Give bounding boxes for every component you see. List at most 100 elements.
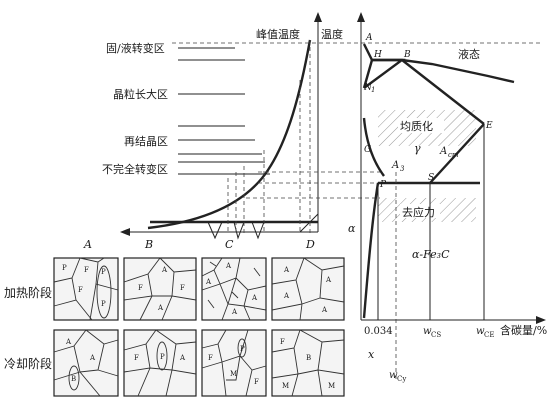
a3-curve [362,117,385,177]
carbon-0034-label: 0.034 [364,326,393,337]
wce-sub: CE [484,331,494,339]
micro-label: P [240,345,245,353]
micrograph-box [123,257,197,321]
connector-b [207,221,223,240]
connector-c2 [251,221,265,240]
arrow-left-icon [120,228,130,236]
gamma-label: γ [414,142,421,155]
micro-cool-c: F F P M [201,329,267,397]
micro-label: A [325,276,332,284]
liquid-region-label: 液态 [458,47,480,61]
peak-temperature-panel: 峰值温度 固/液转变区 晶粒长大区 再结晶区 不完全转变区 [83,12,322,251]
micrograph-box [53,329,119,397]
a3-label: A [391,160,399,171]
point-p: P [379,180,387,190]
label-bg [398,118,444,133]
micro-label: A [65,338,72,346]
pearlite-colony [237,338,247,358]
grain-boundaries [271,257,345,321]
arrow-up-icon [357,12,365,22]
micro-label: F [138,284,143,292]
micro-label: A [89,354,96,362]
micro-label: A [283,266,290,274]
grain-boundaries [53,257,119,321]
peak-temperature-curve [147,39,312,230]
point-h: H [373,50,382,60]
temperature-reference-lines [172,42,542,199]
micro-label: A [225,262,232,270]
micro-label: B [306,354,311,362]
acm-label: A [439,146,447,157]
grain-boundaries [123,257,197,321]
micro-label: P [101,268,106,276]
micro-cool-a: A A B [53,329,119,397]
micro-heat-c: A A A A [201,257,267,321]
micrograph-box [201,329,267,397]
column-label-c: C [225,238,234,251]
point-n: N [363,83,373,93]
grain-boundaries [123,329,197,397]
micro-label: A [179,354,186,362]
grain-boundaries [201,257,267,321]
micrograph-box [123,329,197,397]
fe-c-phase-diagram: 温度 A H B N 1 G E P S 液态 均质化 γ A cm [321,12,547,383]
a3-sub: 3 [400,165,405,173]
wcy-label: w [389,370,398,381]
row-label-cooling: 冷却阶段 [4,356,52,371]
column-label-b: B [144,238,153,251]
point-g: G [364,145,371,155]
acm-sub: cm [448,151,459,159]
alpha-fe3c-label: α-Fe₃C [412,248,450,261]
x-label: x [368,348,375,361]
micro-heat-d: A A A A [271,257,345,321]
column-label-d: D [305,238,315,251]
micro-label: F [208,354,213,362]
micro-label: M [230,370,237,378]
micro-label: M [282,382,289,390]
wcs-label: w [423,326,432,337]
micrograph-box [271,257,345,321]
micro-label: A [157,304,164,312]
wce-label: w [476,326,485,337]
point-s: S [428,173,434,183]
stress-relief-label: 去应力 [402,205,435,219]
micro-label: F [134,354,139,362]
micro-label: A [251,294,258,302]
alpha-label: α [348,222,356,235]
zone-label-fusion: 固/液转变区 [106,41,165,55]
column-label-a: A [83,238,92,251]
micro-label: F [84,266,89,274]
point-n-sub: 1 [371,86,375,94]
solidus-line [401,59,485,125]
micro-label: P [160,353,165,361]
micro-heat-a: P F P F P [53,257,119,321]
solvus-curve [362,182,380,319]
micro-label: P [62,264,67,272]
bainite-colony [68,365,80,391]
zone-label-recrystallization: 再结晶区 [124,135,168,148]
wcs-sub: CS [431,331,441,339]
grain-boundaries [53,329,119,397]
fusion-boundary [299,213,319,233]
micro-label: A [321,306,328,314]
micro-label: A [161,266,168,274]
liquidus-curve [362,43,515,84]
micro-label: F [78,286,83,294]
peak-temperature-axis-title: 峰值温度 [256,27,300,41]
fine-grains [207,261,261,309]
micro-label: A [231,308,238,316]
point-e: E [485,121,493,131]
temperature-axis-title: 温度 [321,27,343,41]
pearlite-colony [96,265,112,319]
micro-heat-b: F A F A [123,257,197,321]
micro-label: F [254,378,259,386]
carbon-axis-title: 含碳量/% [500,323,547,337]
acm-curve [429,123,485,184]
micro-label: A [283,292,290,300]
micro-cool-d: F B M M [271,329,345,397]
micrograph-box [201,257,267,321]
point-a: A [365,33,373,43]
micro-label: P [101,300,106,308]
pearlite-colony [156,341,168,371]
